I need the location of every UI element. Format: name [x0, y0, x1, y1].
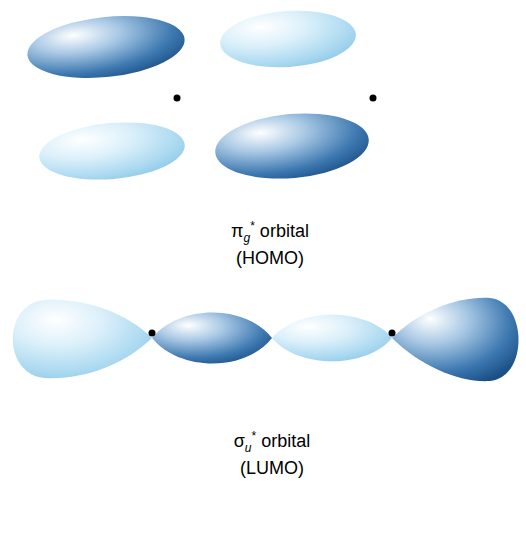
label-part: o [260, 221, 270, 241]
label-part [256, 431, 261, 451]
nucleus-dot [389, 330, 396, 337]
orbital-label: (LUMO) [172, 457, 372, 479]
label-part: r [270, 221, 276, 241]
orbital-label: σu* orbital [172, 430, 372, 454]
label-part: a [296, 431, 306, 451]
label-part [255, 221, 260, 241]
label-part: b [276, 221, 286, 241]
dark-lobe [152, 313, 272, 364]
label-part: σ [234, 431, 245, 451]
label-part: i [287, 431, 291, 451]
label-part: b [277, 431, 287, 451]
label-part: t [290, 221, 295, 241]
label-part: π [231, 221, 243, 241]
dark-lobe [24, 9, 187, 85]
label-part: * [252, 429, 257, 443]
label-part: l [306, 431, 310, 451]
label-part: * [250, 219, 255, 233]
nucleus-dot [149, 330, 156, 337]
label-part: t [291, 431, 296, 451]
dark-lobe [213, 107, 372, 184]
label-part: i [286, 221, 290, 241]
nucleus-dot [174, 95, 181, 102]
nucleus-dot [370, 95, 377, 102]
light-lobe [218, 6, 358, 71]
light-lobe [37, 117, 187, 186]
orbital-label: (HOMO) [170, 247, 370, 269]
label-part: o [261, 431, 271, 451]
light-lobe [13, 300, 152, 378]
orbital-label: πg* orbital [170, 220, 370, 244]
label-part: u [245, 441, 252, 455]
label-part: a [295, 221, 305, 241]
label-part: l [305, 221, 309, 241]
dark-lobe [392, 298, 519, 381]
label-part: r [271, 431, 277, 451]
label-part: g [243, 231, 250, 245]
light-lobe [272, 315, 392, 362]
